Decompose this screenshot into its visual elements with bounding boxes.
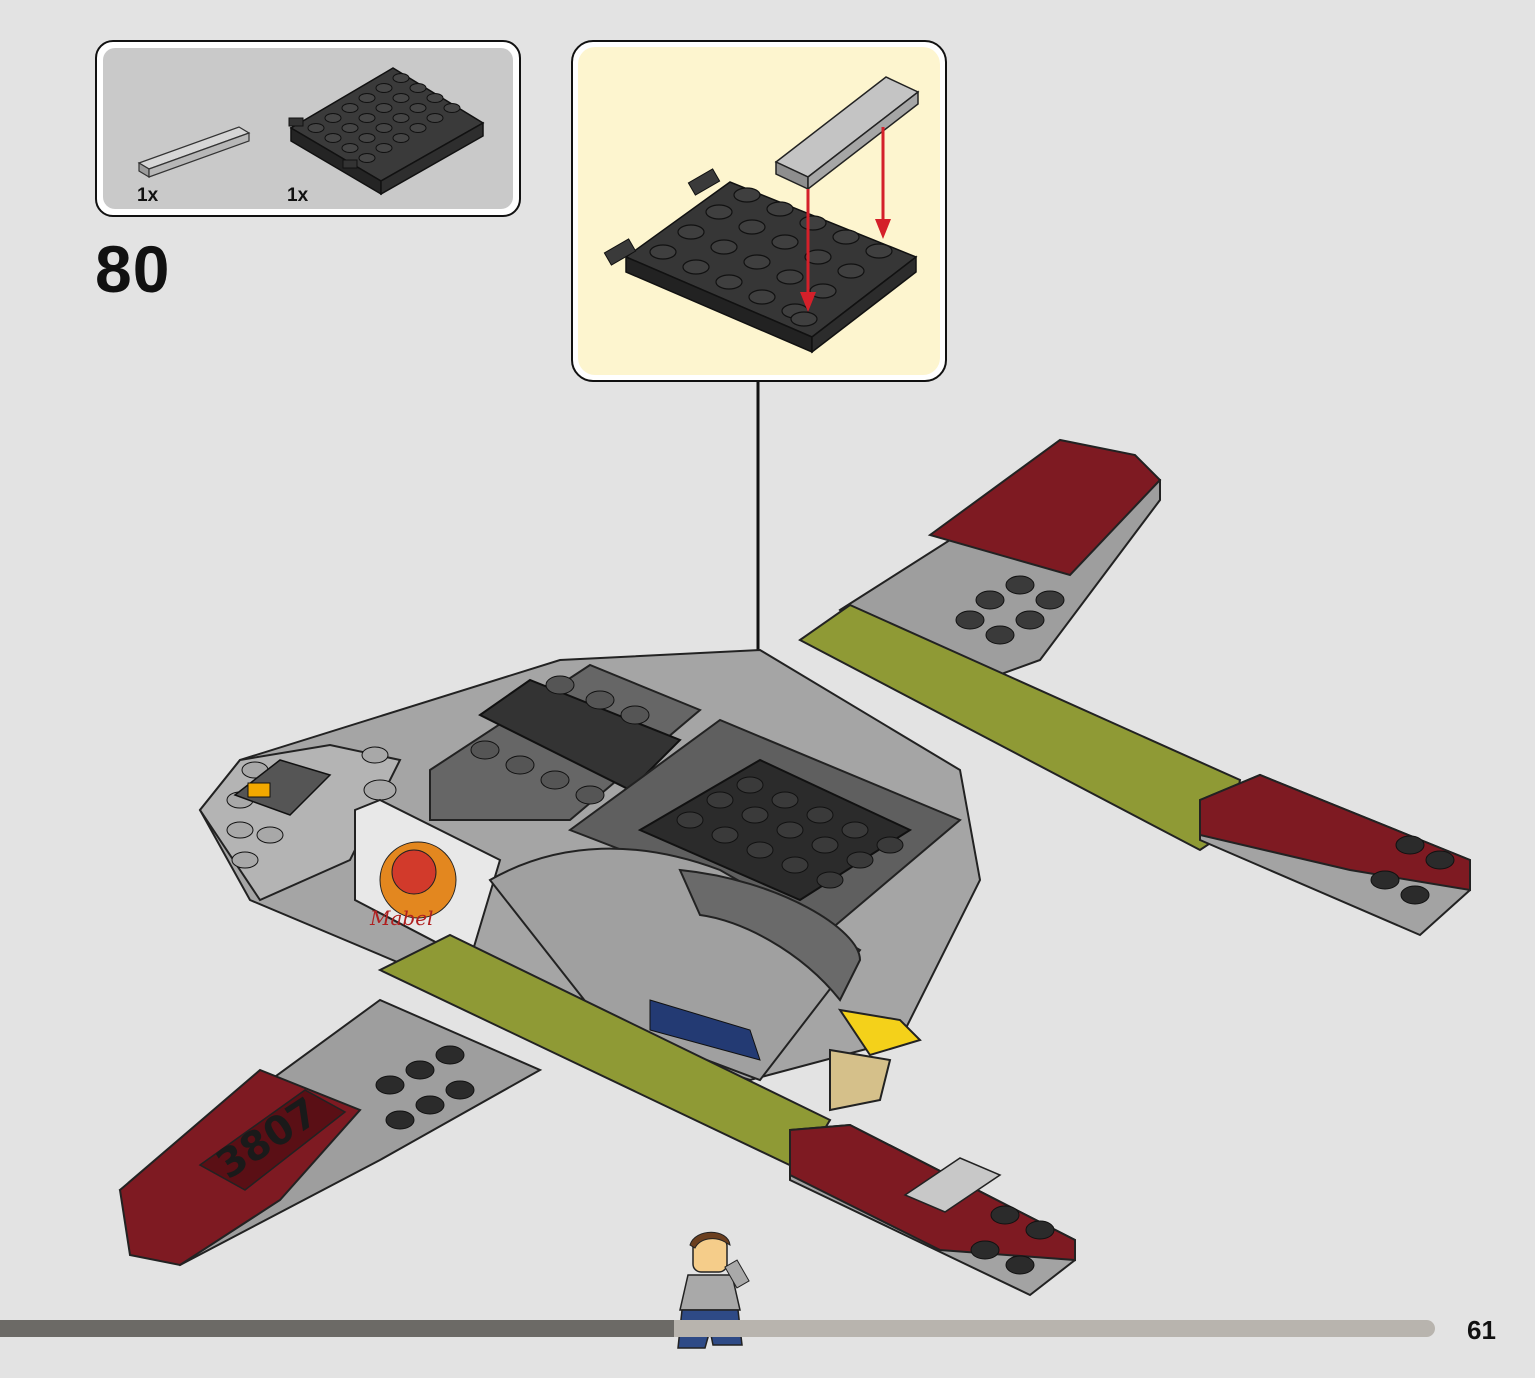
- part-quantity-2: 1x: [287, 185, 309, 206]
- page-number: 61: [1467, 1315, 1496, 1345]
- progress-fill: [0, 1320, 675, 1337]
- parts-list-box: 1x 1x: [95, 40, 521, 217]
- callout-panel: [578, 47, 940, 375]
- gray-tile-1x4-icon: [137, 126, 251, 179]
- placement-arrows: [800, 127, 891, 312]
- sub-assembly-illustration: [603, 76, 920, 354]
- step-number: 80: [95, 232, 171, 306]
- sub-assembly-callout: [571, 40, 947, 382]
- decal-script: Mabel: [369, 906, 433, 930]
- instruction-progress-bar: [0, 1320, 1435, 1337]
- part-quantity-1: 1x: [137, 185, 159, 206]
- black-plate-4x6-icon: [288, 67, 485, 196]
- parts-list-panel: 1x 1x: [103, 48, 513, 209]
